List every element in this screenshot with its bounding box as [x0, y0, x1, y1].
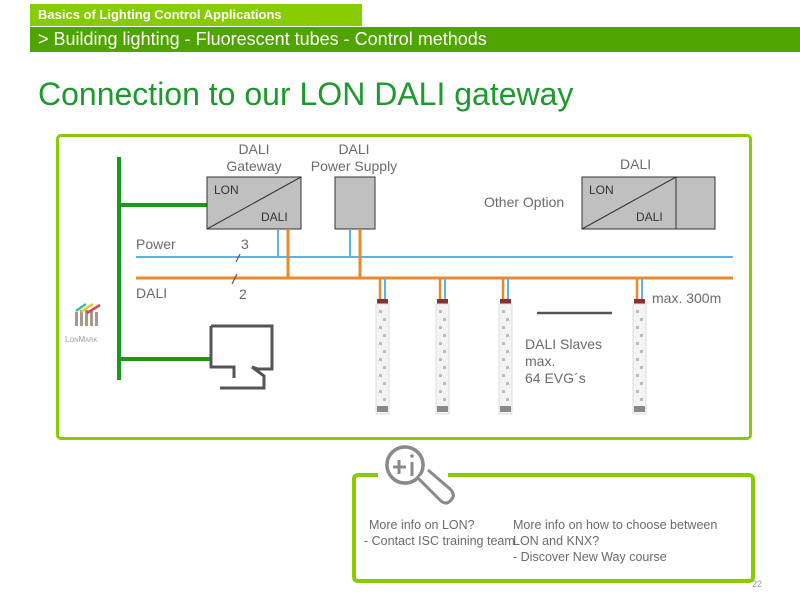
lonmark-logo [75, 302, 101, 326]
breadcrumb-bar [30, 27, 800, 52]
gateway-box-lon-label: LON [214, 183, 239, 197]
course-title-bar [30, 4, 362, 26]
info-knx-line1: More info on how to choose between [513, 518, 718, 532]
slaves-label-line1: DALI Slaves [525, 336, 603, 352]
power-supply-label-line1: DALI [338, 141, 370, 157]
page-title: Connection to our LON DALI gateway [38, 76, 574, 112]
breadcrumb: > Building lighting - Fluorescent tubes … [38, 29, 487, 49]
power-supply-label-line2: Power Supply [310, 158, 398, 174]
other-option-title: DALI [620, 156, 652, 172]
power-line-label: Power [136, 236, 176, 252]
ballast-icon [498, 278, 513, 415]
course-title: Basics of Lighting Control Applications [38, 7, 282, 22]
dali-power-supply-box [334, 176, 376, 230]
slaves-label: DALI Slaves max. 64 EVG´s [525, 336, 602, 387]
info-lon-line1: More info on LON? [369, 518, 475, 532]
gateway-box-dali-label: DALI [261, 210, 288, 224]
info-knx-line2: LON and KNX? [513, 534, 600, 548]
other-box-dali-label: DALI [636, 210, 663, 224]
info-panel [352, 473, 755, 583]
gateway-label: DALI Gateway [210, 141, 298, 175]
page-number: 22 [752, 579, 763, 589]
other-option-gateway-box [581, 176, 716, 230]
slaves-label-line2: max. [525, 353, 556, 369]
ballast-icon [435, 278, 450, 415]
computer-terminal-icon [209, 324, 274, 390]
other-box-lon-label: LON [589, 183, 614, 197]
magnifier-info-icon-overlay [385, 445, 455, 505]
ballast-icon [375, 278, 390, 415]
dali-gateway-box [206, 176, 302, 230]
dali-wire-count-slash [231, 273, 238, 285]
info-lon-line2: - Contact ISC training team [364, 534, 515, 548]
slaves-label-line3: 64 EVG´s [525, 370, 586, 386]
power-supply-label: DALI Power Supply [300, 141, 408, 175]
info-knx-line3: - Discover New Way course [513, 550, 667, 564]
lonmark-logo-text: LonMark [65, 335, 98, 344]
gateway-label-line2: Gateway [226, 158, 282, 174]
dali-wire-count: 2 [239, 286, 247, 302]
power-wire-count: 3 [241, 236, 249, 252]
diagram-panel [56, 134, 752, 440]
gateway-label-line1: DALI [238, 141, 270, 157]
other-option-label: Other Option [484, 194, 565, 210]
power-wire-count-slash [235, 253, 241, 263]
info-knx: More info on how to choose between LON a… [513, 517, 717, 565]
max-length-label: max. 300m [652, 290, 722, 306]
dali-line-label: DALI [136, 285, 168, 301]
ballast-icon [632, 278, 647, 415]
info-lon: More info on LON? - Contact ISC training… [364, 517, 515, 549]
